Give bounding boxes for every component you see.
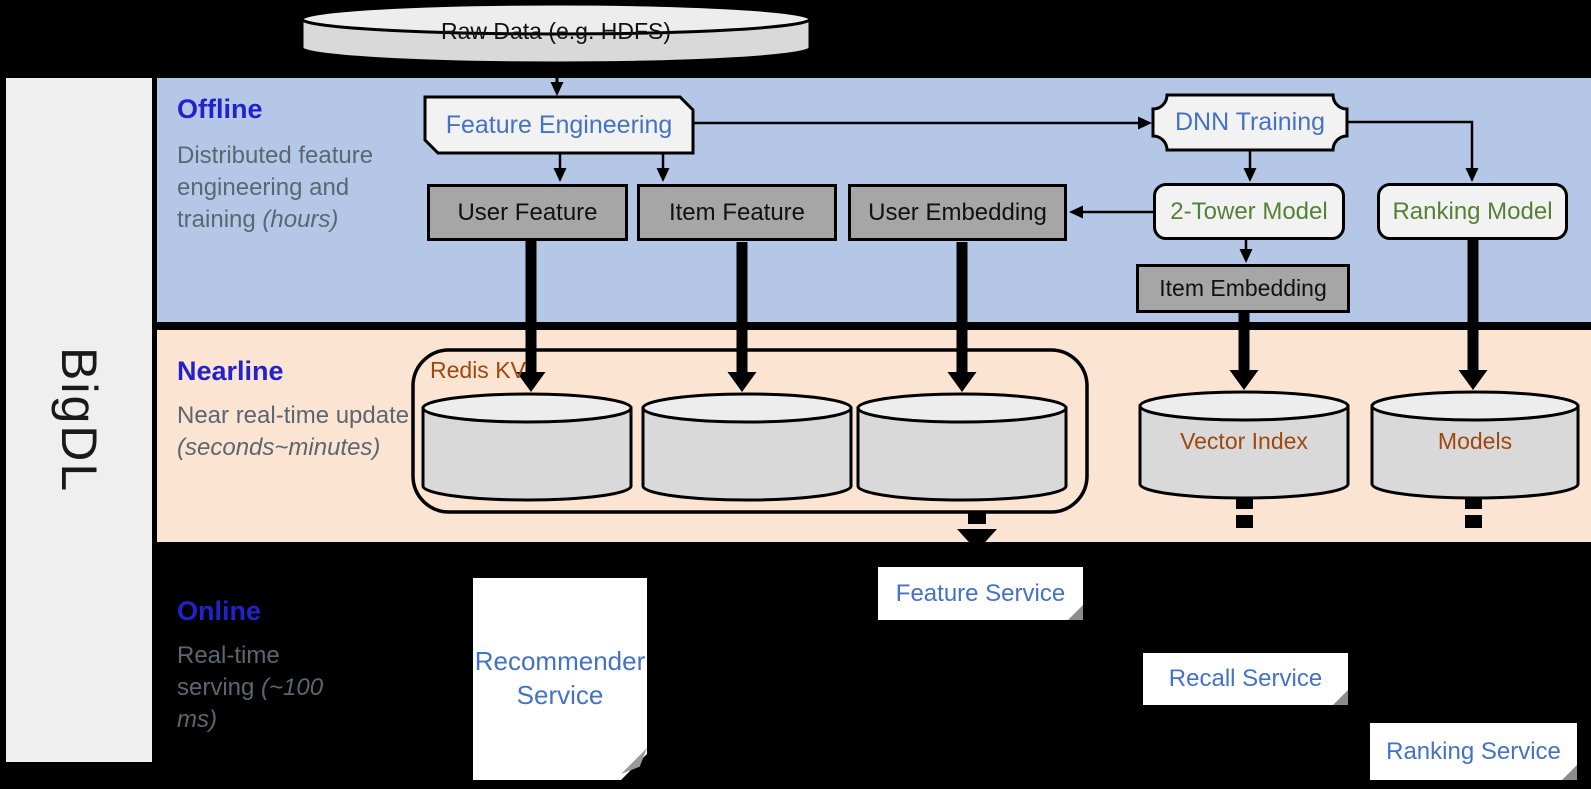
nearline-desc-text: Near real-time update bbox=[177, 402, 410, 429]
arrow-dnn-training-to-ranking-model bbox=[1347, 120, 1479, 182]
vector-index-label: Vector Index bbox=[1180, 428, 1308, 454]
feature-engineering-shape bbox=[423, 95, 695, 155]
dashed-arrow-vector-index-to-online bbox=[1236, 497, 1253, 528]
ranking-service-box: Ranking Service bbox=[1370, 723, 1577, 780]
redis-kv-container bbox=[411, 348, 1089, 514]
offline-section-title: Offline bbox=[177, 94, 263, 124]
raw-data-label: Raw Data (e.g. HDFS) bbox=[440, 17, 672, 44]
dashed-arrow-models-to-online bbox=[1465, 497, 1482, 528]
offline-desc-text: Distributed feature engineering and trai… bbox=[177, 142, 374, 233]
bigdl-sidebar: BigDL bbox=[6, 78, 152, 762]
redis-kv-label: Redis KV bbox=[430, 357, 526, 383]
feature-engineering-label: Feature Engineering bbox=[445, 110, 673, 139]
recall-service-box: Recall Service bbox=[1143, 653, 1348, 705]
dashed-arrow-redis-to-feature-service bbox=[957, 512, 997, 551]
nearline-section-desc: Near real-time update (seconds~minutes) bbox=[177, 400, 423, 464]
ranking-model-box: Ranking Model bbox=[1377, 183, 1568, 240]
recall-service-label: Recall Service bbox=[1168, 665, 1323, 692]
bigdl-label: BigDL bbox=[51, 346, 107, 494]
raw-data-cylinder bbox=[300, 2, 812, 65]
feature-service-fold-icon bbox=[1068, 605, 1083, 620]
redis-cylinder-2 bbox=[641, 392, 853, 502]
dnn-training-shape bbox=[1151, 93, 1349, 152]
models-label: Models bbox=[1437, 428, 1513, 454]
online-section-title: Online bbox=[177, 596, 262, 626]
nearline-desc-detail: (seconds~minutes) bbox=[177, 433, 381, 461]
recall-service-fold-icon bbox=[1333, 690, 1348, 705]
item-embedding-box: Item Embedding bbox=[1136, 264, 1350, 313]
item-feature-box: Item Feature bbox=[637, 184, 837, 241]
offline-desc-detail: (hours) bbox=[262, 205, 339, 233]
offline-section-desc: Distributed feature engineering and trai… bbox=[177, 140, 399, 236]
nearline-section-title: Nearline bbox=[177, 356, 284, 386]
ranking-service-fold-icon bbox=[1562, 765, 1577, 780]
redis-cylinder-1 bbox=[421, 392, 633, 502]
ranking-service-label: Ranking Service bbox=[1386, 737, 1561, 765]
online-section-desc: Real-time serving (~100 ms) bbox=[177, 640, 327, 736]
two-tower-model-box: 2-Tower Model bbox=[1153, 183, 1345, 240]
recommender-service-doc: Recommender Service bbox=[473, 578, 647, 780]
feature-service-label: Feature Service bbox=[895, 579, 1066, 607]
online-desc-detail: (~100 ms) bbox=[177, 673, 324, 733]
redis-cylinder-3 bbox=[856, 392, 1068, 502]
vector-index-cylinder bbox=[1138, 390, 1350, 500]
user-embedding-box: User Embedding bbox=[848, 184, 1067, 241]
dnn-training-label: DNN Training bbox=[1174, 108, 1326, 136]
user-feature-box: User Feature bbox=[427, 184, 628, 241]
feature-service-box: Feature Service bbox=[878, 567, 1083, 620]
online-desc-text: Real-time serving bbox=[177, 642, 280, 701]
